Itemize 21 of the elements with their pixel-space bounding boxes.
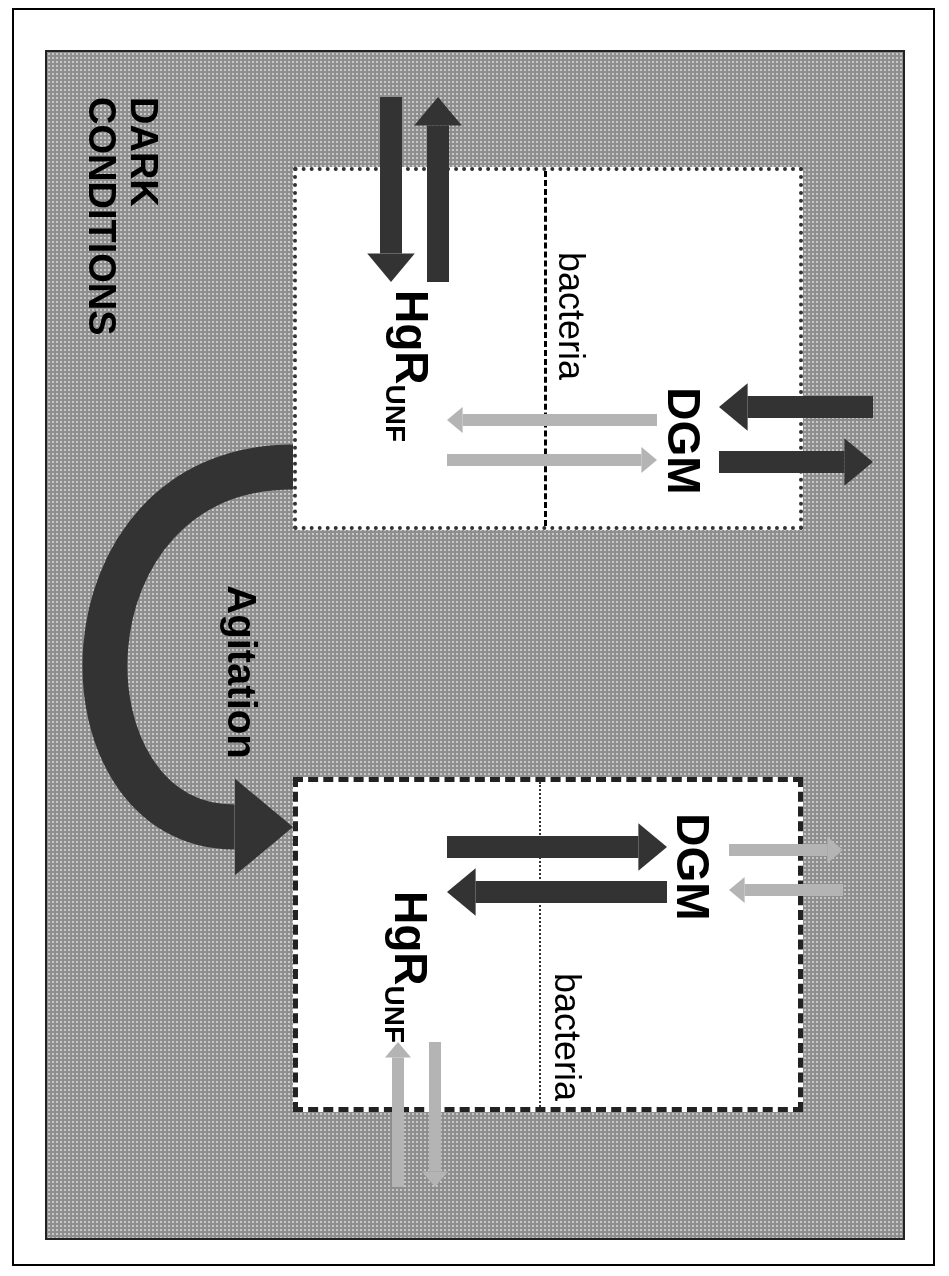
arrow: [447, 868, 667, 916]
arrow: [385, 1042, 411, 1187]
species-label: DGM: [657, 387, 711, 495]
arrow: [719, 383, 873, 431]
compartment-box: [293, 167, 803, 530]
arrow: [447, 823, 667, 871]
arrow: [729, 837, 843, 863]
arrow: [447, 447, 657, 473]
arrow: [83, 444, 296, 876]
compartment-box: [293, 777, 803, 1112]
arrow: [414, 97, 462, 282]
region-label: bacteria: [546, 972, 588, 1102]
arrow: [422, 1042, 448, 1187]
arrow: [719, 438, 873, 486]
species-label: DGM: [666, 813, 720, 921]
panel-title: DARK CONDITIONS: [81, 97, 165, 338]
arrow: [729, 877, 843, 903]
region-label: bacteria: [550, 251, 592, 381]
arrow: [367, 97, 415, 282]
arrow: [447, 407, 657, 433]
edge-label: Agitation: [218, 585, 264, 759]
